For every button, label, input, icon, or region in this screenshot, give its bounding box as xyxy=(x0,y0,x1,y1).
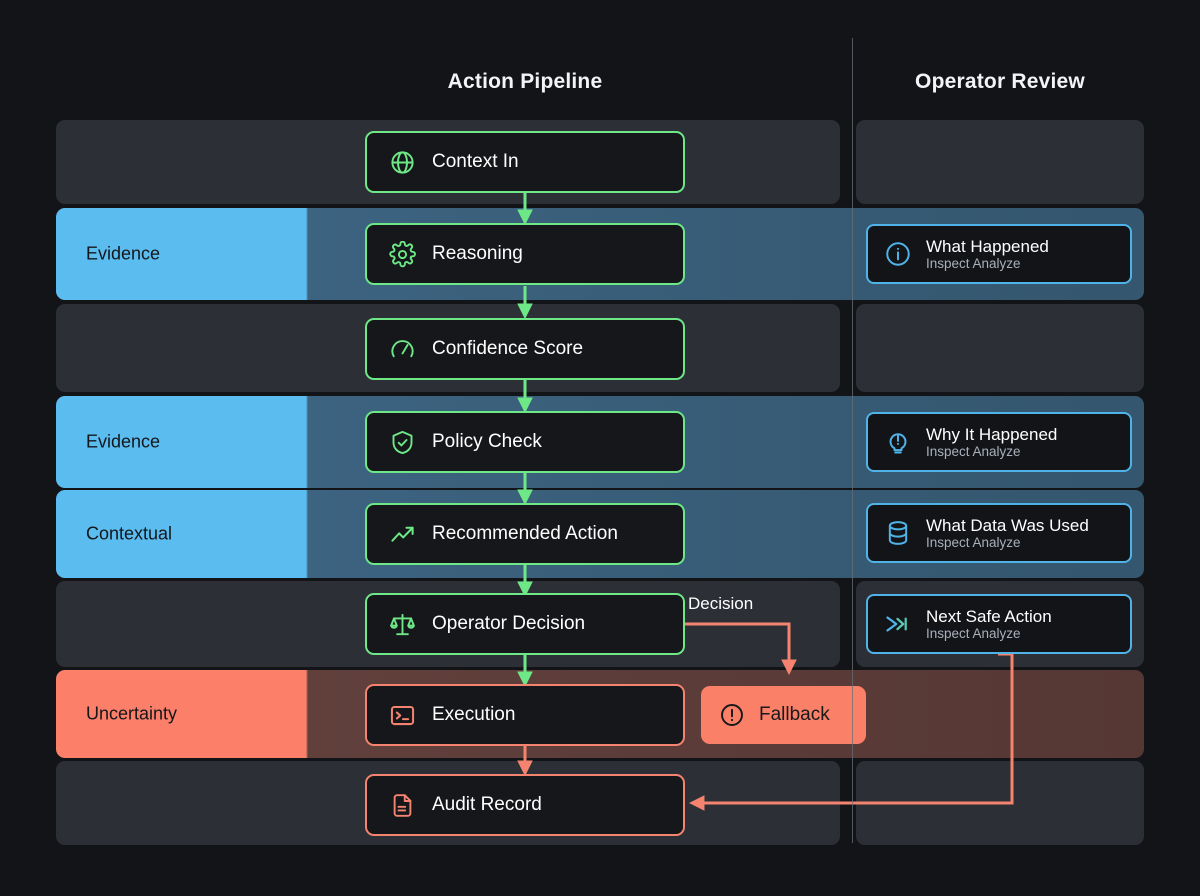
node-label: Operator Decision xyxy=(432,613,586,634)
alert-circle-icon xyxy=(721,704,743,726)
gear-icon xyxy=(389,240,416,267)
chip-label: Fallback xyxy=(759,704,830,725)
trending-up-icon xyxy=(391,526,414,542)
scales-icon xyxy=(390,613,415,635)
column-divider xyxy=(852,38,853,843)
pipeline-node-audit-record[interactable]: Audit Record xyxy=(365,774,685,836)
band-label: Uncertainty xyxy=(86,703,178,724)
review-card-subtitle: Inspect Analyze xyxy=(926,443,1021,459)
review-card-next-safe-action[interactable]: Next Safe Action Inspect Analyze xyxy=(866,594,1132,654)
terminal-icon xyxy=(390,705,415,725)
band-label: Evidence xyxy=(86,243,161,264)
lightbulb-alert-icon xyxy=(889,433,907,454)
review-card-title: Why It Happened xyxy=(926,424,1058,444)
pipeline-node-recommended-action[interactable]: Recommended Action xyxy=(365,503,685,565)
row-panel-right xyxy=(856,120,1144,204)
pipeline-node-policy-check[interactable]: Policy Check xyxy=(365,411,685,473)
node-label: Policy Check xyxy=(432,431,542,452)
node-label: Audit Record xyxy=(432,794,542,815)
node-label: Confidence Score xyxy=(432,338,584,359)
fallback-chip[interactable]: Fallback xyxy=(701,686,866,744)
gauge-icon xyxy=(391,339,414,357)
info-circle-icon xyxy=(886,242,910,266)
review-card-why-it-happened[interactable]: Why It Happened Inspect Analyze xyxy=(866,412,1132,472)
pipeline-node-execution[interactable]: Execution xyxy=(365,684,685,746)
review-card-title: What Happened xyxy=(926,236,1049,256)
review-card-what-data-was-used[interactable]: What Data Was Used Inspect Analyze xyxy=(866,503,1132,563)
node-label: Reasoning xyxy=(432,243,523,264)
review-card-subtitle: Inspect Analyze xyxy=(926,255,1021,271)
edge-label-decision: Decision xyxy=(688,594,754,613)
fast-forward-icon xyxy=(886,616,907,632)
band-label: Evidence xyxy=(86,431,161,452)
shield-check-icon xyxy=(392,430,413,454)
document-icon xyxy=(393,793,412,817)
review-card-subtitle: Inspect Analyze xyxy=(926,625,1021,641)
review-card-title: Next Safe Action xyxy=(926,606,1052,626)
row-panel-right xyxy=(856,761,1144,845)
node-label: Execution xyxy=(432,704,516,725)
pipeline-node-reasoning[interactable]: Reasoning xyxy=(365,223,685,285)
column-title-review: Operator Review xyxy=(915,70,1085,93)
pipeline-node-operator-decision[interactable]: Operator Decision xyxy=(365,593,685,655)
pipeline-node-context-in[interactable]: Context In xyxy=(365,131,685,193)
review-card-what-happened[interactable]: What Happened Inspect Analyze xyxy=(866,224,1132,284)
node-label: Recommended Action xyxy=(432,523,618,544)
pipeline-node-confidence-score[interactable]: Confidence Score xyxy=(365,318,685,380)
node-label: Context In xyxy=(432,151,519,172)
column-title-pipeline: Action Pipeline xyxy=(447,70,603,93)
globe-icon xyxy=(391,150,414,174)
review-card-subtitle: Inspect Analyze xyxy=(926,534,1021,550)
database-icon xyxy=(888,521,908,545)
row-panel-right xyxy=(856,304,1144,392)
band-label: Contextual xyxy=(86,523,173,544)
review-card-title: What Data Was Used xyxy=(926,515,1089,535)
